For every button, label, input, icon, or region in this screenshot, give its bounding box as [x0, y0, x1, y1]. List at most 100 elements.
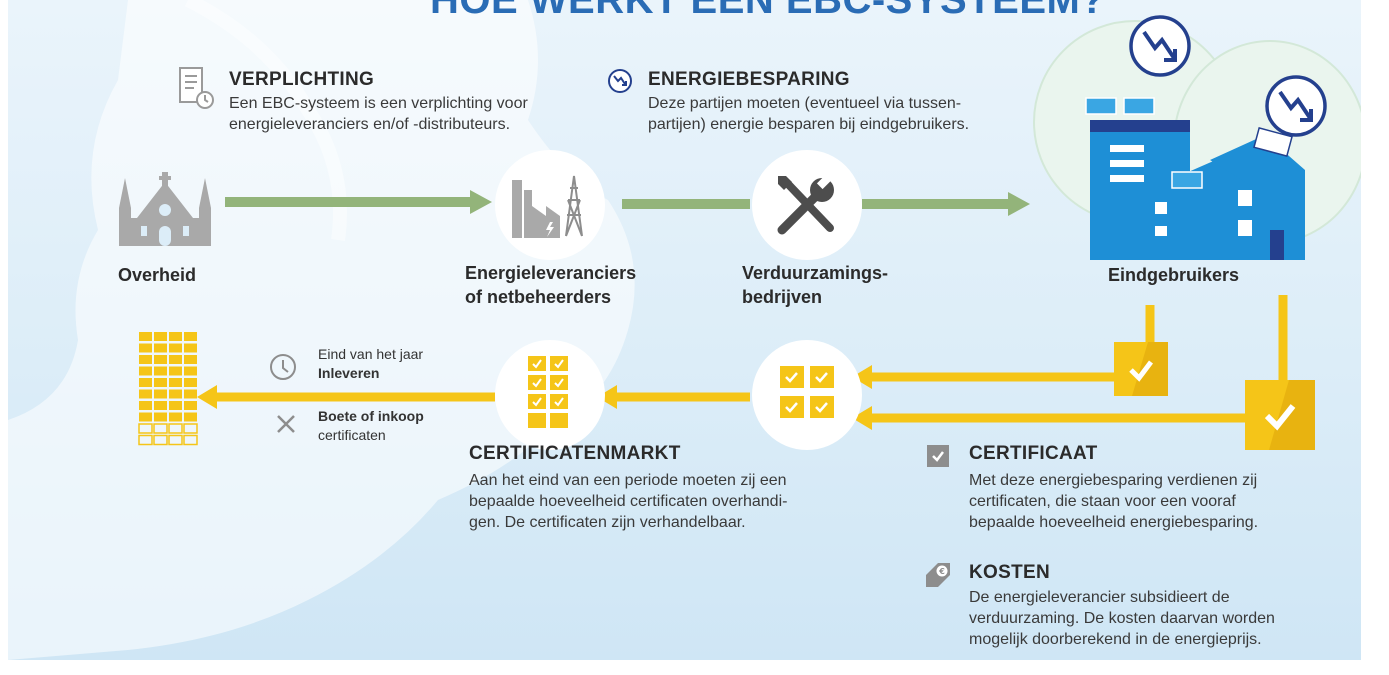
- certificate-cell: [154, 355, 167, 364]
- certificate-cell: [184, 355, 197, 364]
- certificate-cell: [139, 412, 152, 422]
- certificate-cell: [183, 423, 198, 434]
- certificate-cell: [153, 423, 168, 434]
- down-trend-icon: [1129, 15, 1191, 77]
- certificate-icon: [1245, 380, 1315, 450]
- certificate-cell: [169, 378, 182, 387]
- certificate-cell: [138, 434, 153, 446]
- down-trend-icon: [608, 69, 632, 93]
- certificate-cell: [139, 343, 152, 353]
- certificate-cell: [169, 343, 182, 353]
- certificate-cell: [169, 412, 182, 422]
- netherlands-map-shape: [8, 0, 635, 660]
- certificaat-text-line1: Met deze energiebesparing verdienen zij: [969, 472, 1258, 489]
- certificate-cell: [169, 401, 182, 410]
- certificate-cell: [139, 378, 152, 387]
- certificate-cell: [184, 366, 197, 376]
- kosten-text: De energieleverancier subsidieert de ver…: [969, 587, 1275, 650]
- actor-verduurzaming-line2: bedrijven: [742, 287, 823, 307]
- certificate-cell: [169, 332, 182, 341]
- cross-icon: [277, 415, 295, 433]
- certificate-cell: [138, 423, 153, 434]
- certificate-cell: [139, 401, 152, 410]
- certificate-cell: [169, 366, 182, 376]
- certificate-cell: [154, 343, 167, 353]
- certificate-cell: [154, 389, 167, 399]
- church-icon: [119, 172, 211, 246]
- certificate-icon: [1114, 342, 1168, 396]
- houses-solar-icon: [1085, 97, 1305, 260]
- certificate-cell: [139, 389, 152, 399]
- certificate-cell: [183, 434, 198, 446]
- factory-pylon-icon: [512, 175, 583, 238]
- down-trend-icon: [1265, 75, 1327, 137]
- certificate-stack-icon: [780, 366, 834, 418]
- certificatenmarkt-text-line2: bepaalde hoeveelheid certificaten overha…: [469, 493, 788, 510]
- certificaat-heading: CERTIFICAAT: [969, 443, 1098, 464]
- certificatenmarkt-heading: CERTIFICATENMARKT: [469, 443, 681, 464]
- actor-eindgebruikers: Eindgebruikers: [1108, 265, 1240, 285]
- svg-text:€: €: [938, 567, 945, 576]
- certificate-cell: [168, 434, 183, 446]
- energiebesparing-text-line2: partijen) energie besparen bij eindgebru…: [648, 116, 970, 133]
- tools-icon: [777, 174, 834, 235]
- penalty-text: Boete of inkoop certificaten: [318, 407, 424, 445]
- certificate-cell: [139, 332, 152, 341]
- certificate-cell: [168, 423, 183, 434]
- actor-leveranciers: Energieleveranciers of netbeheerders: [465, 261, 636, 309]
- collected-certificates-circle: [752, 340, 862, 450]
- certificate-cell: [139, 355, 152, 364]
- deadline-text: Eind van het jaar Inleveren: [318, 345, 423, 383]
- deadline-line2: Inleveren: [318, 365, 380, 381]
- penalty-line2: certificaten: [318, 427, 386, 443]
- certificate-cell: [184, 401, 197, 410]
- kosten-text-line3: mogelijk doorberekend in de energieprijs…: [969, 631, 1262, 648]
- energiebesparing-text-line1: Deze partijen moeten (eventueel via tuss…: [648, 95, 962, 112]
- certificaat-text: Met deze energiebesparing verdienen zij …: [969, 470, 1258, 533]
- certificate-cell: [184, 378, 197, 387]
- certificate-cell: [154, 378, 167, 387]
- certificate-cell: [154, 401, 167, 410]
- actor-verduurzaming-line1: Verduurzamings-: [742, 263, 889, 283]
- energiebesparing-text: Deze partijen moeten (eventueel via tuss…: [648, 93, 969, 135]
- certificate-cell: [184, 412, 197, 422]
- actor-overheid: Overheid: [118, 265, 197, 285]
- penalty-line1: Boete of inkoop: [318, 408, 424, 424]
- certificate-cell: [154, 412, 167, 422]
- certificate-grid-icon: [528, 356, 568, 428]
- certificate-cell: [154, 332, 167, 341]
- certificate-cell: [169, 389, 182, 399]
- page-title: HOE WERKT EEN EBC-SYSTEEM?: [430, 0, 1106, 22]
- actor-verduurzaming: Verduurzamings- bedrijven: [742, 261, 888, 309]
- certificaat-text-line3: bepaalde hoeveelheid energiebesparing.: [969, 514, 1259, 531]
- deadline-line1: Eind van het jaar: [318, 346, 424, 362]
- certificate-cell: [184, 389, 197, 399]
- certificate-cell: [184, 332, 197, 341]
- certificaat-text-line2: certificaten, die staan voor een vooraf: [969, 493, 1236, 510]
- verplichting-heading: VERPLICHTING: [229, 69, 375, 90]
- euro-tag-icon: €: [926, 563, 950, 587]
- certificate-cell: [153, 434, 168, 446]
- verplichting-text: Een EBC-systeem is een verplichting voor…: [229, 93, 528, 135]
- certificatenmarkt-text-line3: gen. De certificaten zijn verhandelbaar.: [469, 514, 746, 531]
- energiebesparing-heading: ENERGIEBESPARING: [648, 69, 850, 90]
- certificatenmarkt-text: Aan het eind van een periode moeten zij …: [469, 470, 787, 533]
- certificate-cell: [184, 343, 197, 353]
- kosten-text-line2: verduurzaming. De kosten daarvan worden: [969, 610, 1275, 627]
- certificate-cell: [169, 355, 182, 364]
- clock-icon: [270, 354, 296, 380]
- certificatenmarkt-text-line1: Aan het eind van een periode moeten zij …: [469, 472, 787, 489]
- kosten-text-line1: De energieleverancier subsidieert de: [969, 589, 1230, 606]
- kosten-heading: KOSTEN: [969, 562, 1050, 583]
- verplichting-text-line1: Een EBC-systeem is een verplichting voor: [229, 95, 528, 112]
- actor-leveranciers-line1: Energieleveranciers: [465, 263, 637, 283]
- check-square-icon: [927, 445, 949, 467]
- certificate-cell: [139, 366, 152, 376]
- document-clock-icon: [179, 67, 214, 109]
- verplichting-text-line2: energieleveranciers en/of -distributeurs…: [229, 116, 511, 133]
- actor-leveranciers-line2: of netbeheerders: [465, 287, 612, 307]
- submitted-certificates-icon: [138, 332, 198, 446]
- certificate-cell: [154, 366, 167, 376]
